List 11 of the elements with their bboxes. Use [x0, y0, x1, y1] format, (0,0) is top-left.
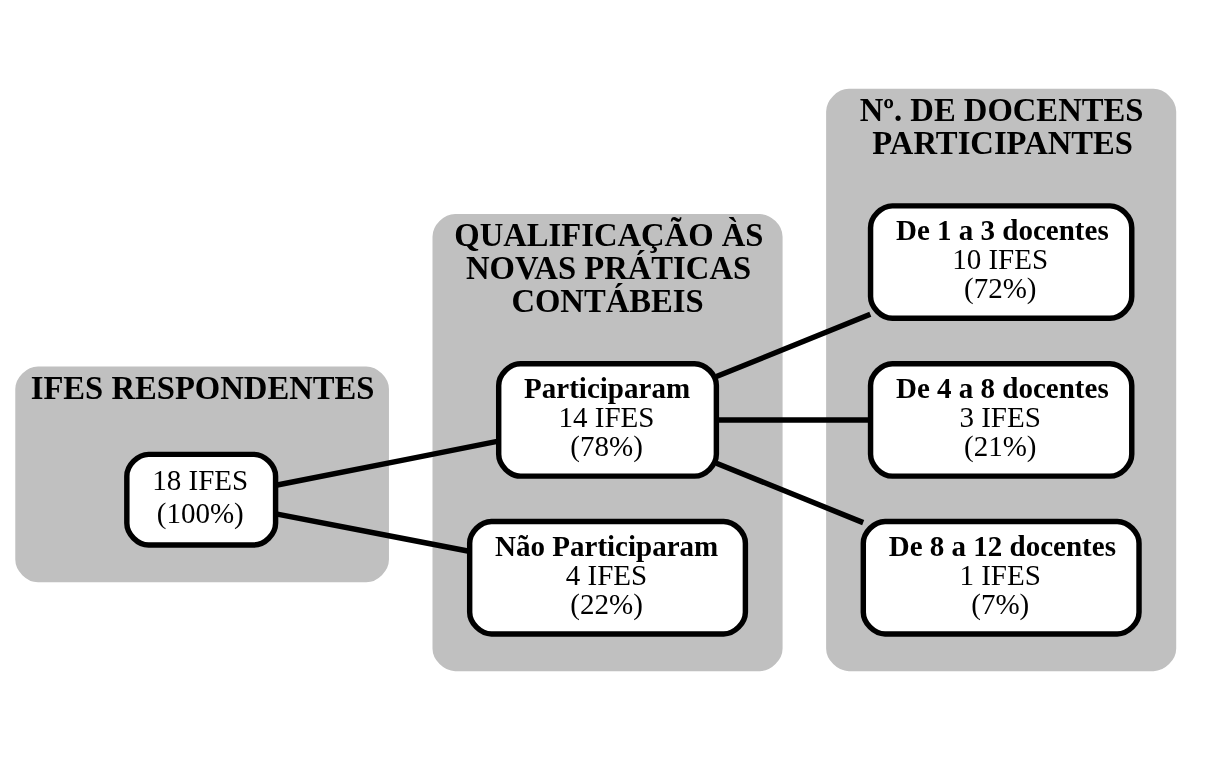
connector — [715, 311, 872, 380]
node-box: De 4 a 8 docentes 3 IFES (21%) — [867, 360, 1135, 479]
node-box: Não Participaram 4 IFES (22%) — [466, 518, 749, 637]
connector — [716, 417, 871, 423]
node-box: Participaram 14 IFES (78%) — [495, 360, 720, 479]
connector — [275, 511, 470, 554]
connector — [715, 460, 865, 526]
node-box: De 8 a 12 docentes 1 IFES (7%) — [860, 518, 1142, 637]
node-box: 18 IFES (100%) — [124, 451, 279, 548]
node-box: De 1 a 3 docentes 10 IFES (72%) — [867, 203, 1135, 322]
connector — [275, 438, 499, 488]
